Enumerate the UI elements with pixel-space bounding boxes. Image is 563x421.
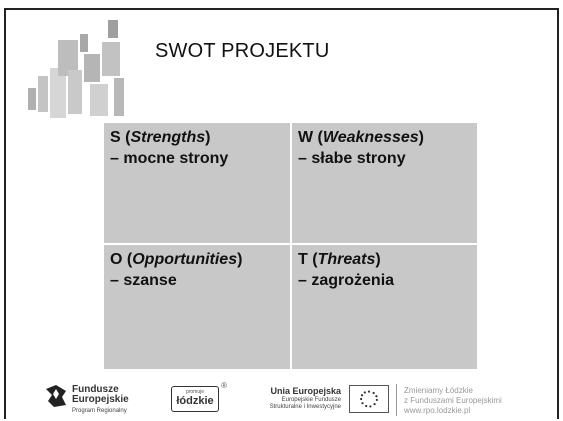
fundusze-line1: Fundusze	[72, 384, 119, 395]
swot-grid: S (Strengths) – mocne strony W (Weakness…	[104, 123, 477, 369]
threats-desc: – zagrożenia	[298, 272, 395, 289]
footer-logos: Fundusze Europejskie Program Regionalny …	[6, 378, 557, 419]
lodz-small-text: promuje	[185, 389, 205, 395]
fundusze-europejskie-logo: Fundusze Europejskie Program Regionalny	[44, 383, 129, 414]
threats-letter: T (	[298, 251, 318, 268]
threats-close: )	[375, 251, 381, 268]
strengths-desc: – mocne strony	[110, 150, 229, 167]
fundusze-line3: Program Regionalny	[72, 408, 127, 414]
opportunities-letter: O (	[110, 251, 133, 268]
strengths-letter: S (	[110, 129, 131, 146]
eu-flag-icon	[349, 385, 389, 413]
weaknesses-term: Weaknesses	[322, 129, 419, 146]
weaknesses-letter: W (	[298, 129, 323, 146]
swot-weaknesses-cell: W (Weaknesses) – słabe strony	[292, 123, 477, 243]
promuje-lodzkie-logo: promuje łódzkie ®	[171, 381, 227, 412]
slide: SWOT PROJEKTU S (Strengths) – mocne stro…	[4, 8, 559, 419]
right-line3: www.rpo.lodzkie.pl	[404, 406, 471, 415]
opportunities-desc: – szanse	[110, 272, 177, 289]
fundusze-star-icon	[46, 385, 66, 407]
right-line2: z Funduszami Europejskimi	[404, 396, 502, 405]
opportunities-close: )	[237, 251, 243, 268]
decorative-logo-graphic	[28, 20, 124, 118]
lodz-main-text: łódzkie	[176, 395, 214, 407]
zmieniamy-lodzkie-text: Zmieniamy Łódzkie z Funduszami Europejsk…	[404, 386, 554, 416]
unia-europejska-text: Unia Europejska Europejskie Fundusze Str…	[246, 386, 341, 411]
threats-term: Threats	[317, 251, 376, 268]
fundusze-text: Fundusze Europejskie Program Regionalny	[72, 385, 162, 416]
weaknesses-close: )	[418, 129, 424, 146]
slide-title: SWOT PROJEKTU	[155, 40, 330, 62]
ue-line2: Europejskie Fundusze	[281, 397, 341, 403]
swot-threats-cell: T (Threats) – zagrożenia	[292, 245, 477, 369]
swot-strengths-cell: S (Strengths) – mocne strony	[104, 123, 290, 243]
fundusze-line2: Europejskie	[72, 394, 129, 405]
strengths-close: )	[205, 129, 211, 146]
ue-line3: Strukturalne i Inwestycyjne	[269, 404, 341, 410]
swot-opportunities-cell: O (Opportunities) – szanse	[104, 245, 290, 369]
weaknesses-desc: – słabe strony	[298, 150, 406, 167]
ue-line1: Unia Europejska	[270, 386, 341, 396]
opportunities-term: Opportunities	[132, 251, 238, 268]
right-line1: Zmieniamy Łódzkie	[404, 386, 473, 395]
footer-separator	[396, 384, 397, 416]
registered-mark: ®	[221, 381, 227, 390]
strengths-term: Strengths	[130, 129, 206, 146]
